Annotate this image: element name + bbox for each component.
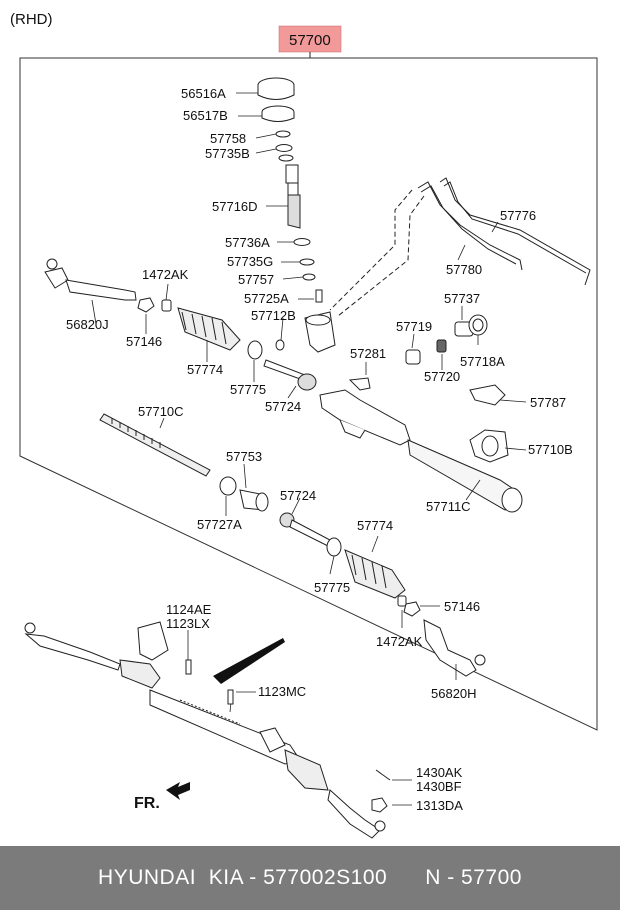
front-direction-label: FR.: [134, 795, 160, 812]
part-label-57724-bottom[interactable]: 57724: [280, 488, 316, 503]
footer-part-number: HYUNDAI KIA - 577002S100 N - 57700: [98, 866, 522, 889]
pipe-leaders: [457, 221, 499, 261]
footer-bar: HYUNDAI KIA - 577002S100 N - 57700: [0, 846, 620, 910]
pipe-lines: [329, 177, 591, 317]
part-label-57727A[interactable]: 57727A: [197, 517, 242, 532]
part-label-57716D[interactable]: 57716D: [212, 199, 258, 214]
part-label-1472AK-top[interactable]: 1472AK: [142, 267, 189, 282]
part-label-57757[interactable]: 57757: [238, 272, 274, 287]
parts-diagram: (RHD) 57700: [10, 11, 598, 839]
part-label-56820J[interactable]: 56820J: [66, 317, 109, 332]
part-label-57780[interactable]: 57780: [446, 262, 482, 277]
part-label-57146-bottom[interactable]: 57146: [444, 599, 480, 614]
assembly-frame: [19, 57, 598, 731]
part-label-57712B[interactable]: 57712B: [251, 308, 296, 323]
part-label-57720[interactable]: 57720: [424, 369, 460, 384]
part-label-56517B[interactable]: 56517B: [183, 108, 228, 123]
assembly-number-box: [278, 25, 342, 53]
upper-tie-rod-leaders: [91, 283, 297, 399]
part-label-57735G[interactable]: 57735G: [227, 254, 273, 269]
part-label-1430AK[interactable]: 1430AK: [416, 765, 463, 780]
part-label-57710C[interactable]: 57710C: [138, 404, 184, 419]
part-label-1430BF[interactable]: 1430BF: [416, 779, 462, 794]
part-label-57725A[interactable]: 57725A: [244, 291, 289, 306]
lower-tie-rod-leaders: [291, 497, 457, 680]
part-label-1313DA[interactable]: 1313DA: [416, 798, 463, 813]
part-label-1472AK-bottom[interactable]: 1472AK: [376, 634, 423, 649]
part-label-57758[interactable]: 57758: [210, 131, 246, 146]
part-label-57735B[interactable]: 57735B: [205, 146, 250, 161]
part-label-57774-top[interactable]: 57774: [187, 362, 223, 377]
upper-tie-rod-set: [44, 258, 317, 391]
assembled-view: [24, 621, 386, 839]
bush-parts: [219, 476, 269, 512]
indicator-arrow: [213, 638, 285, 684]
part-label-57724-top[interactable]: 57724: [265, 399, 301, 414]
part-label-57775-top[interactable]: 57775: [230, 382, 266, 397]
part-label-57711C[interactable]: 57711C: [426, 499, 471, 514]
part-label-1123LX[interactable]: 1123LX: [166, 616, 210, 631]
rack-leaders: [159, 399, 527, 501]
part-label-57737[interactable]: 57737: [444, 291, 480, 306]
part-label-57776[interactable]: 57776: [500, 208, 536, 223]
part-label-57774-bottom[interactable]: 57774: [357, 518, 393, 533]
part-label-57710B[interactable]: 57710B: [528, 442, 573, 457]
part-label-57146-top[interactable]: 57146: [126, 334, 162, 349]
part-label-57281[interactable]: 57281: [350, 346, 386, 361]
part-label-1123MC[interactable]: 1123MC: [258, 684, 306, 699]
part-label-57719[interactable]: 57719: [396, 319, 432, 334]
valve-leaders: [365, 306, 479, 375]
part-label-57718A[interactable]: 57718A: [460, 354, 505, 369]
pinion-cap-group: [257, 77, 323, 351]
rack-assembly: [99, 377, 523, 513]
small-hardware: [185, 659, 391, 813]
part-label-56516A[interactable]: 56516A: [181, 86, 226, 101]
valve-housing: [304, 311, 488, 365]
bush-leaders: [225, 463, 247, 516]
part-label-57787[interactable]: 57787: [530, 395, 566, 410]
part-label-57736A[interactable]: 57736A: [225, 235, 270, 250]
part-label-57775-bottom[interactable]: 57775: [314, 580, 350, 595]
part-label-57753[interactable]: 57753: [226, 449, 262, 464]
part-label-1124AE[interactable]: 1124AE: [166, 602, 212, 617]
pinion-leaders: [236, 92, 314, 341]
variant-label: (RHD): [10, 11, 53, 28]
front-arrow-icon: [166, 782, 190, 800]
lower-tie-rod-set: [279, 512, 486, 677]
part-label-56820H[interactable]: 56820H: [431, 686, 477, 701]
assembly-number[interactable]: 57700: [289, 32, 331, 49]
